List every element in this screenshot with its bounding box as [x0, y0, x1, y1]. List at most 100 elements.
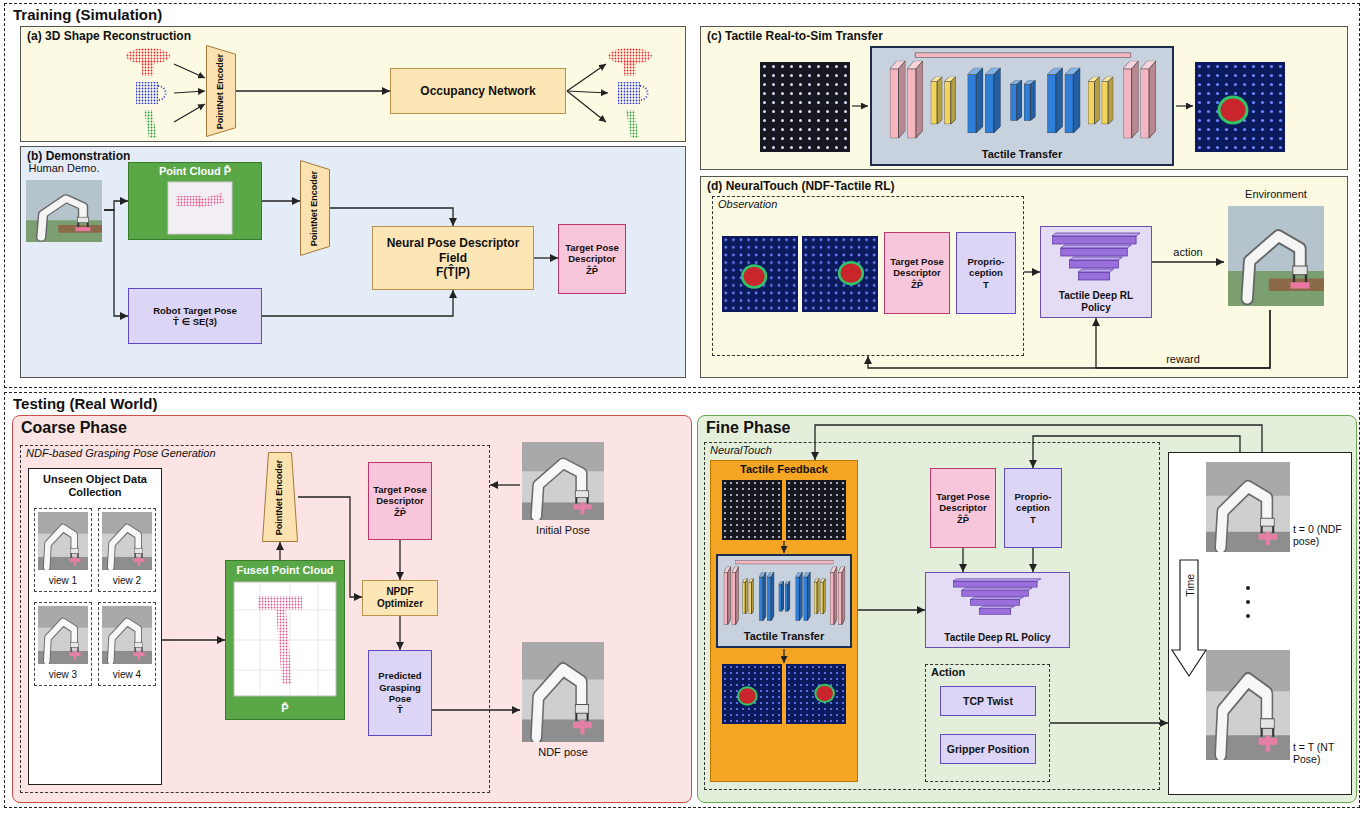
group-box: ObservationTarget Pose DescriptorẐP̂Prop…: [712, 196, 1024, 356]
connector-arrow: [1152, 261, 1224, 262]
connector-arrow: [262, 290, 453, 316]
box-label: Tactile Transfer: [982, 148, 1063, 161]
connector-arrow: [1050, 722, 1168, 723]
box-label: Proprio-ception: [960, 256, 1012, 279]
box-label: Environment: [1224, 188, 1328, 201]
box-label: Predicted Grasping Pose: [372, 670, 428, 704]
connector-arrow: [868, 310, 1270, 368]
box-label: TCP Twist: [963, 695, 1013, 708]
panel-title: Unseen Object Data Collection: [33, 473, 157, 499]
panel-title: Action: [931, 666, 965, 679]
box-label: PointNet Encoder: [216, 53, 227, 129]
panel-title: Coarse Phase: [21, 418, 127, 437]
box-label: Fused Point Cloud: [226, 564, 344, 577]
box-label: t = T (NT Pose): [1293, 741, 1349, 766]
connector-arrow: [162, 639, 225, 640]
descriptor-box: Target Pose DescriptorẐP̂: [930, 468, 996, 548]
box-label: view 4: [99, 669, 155, 681]
box-label: Tactile Feedback: [740, 463, 828, 476]
connector-arrow: [104, 201, 128, 210]
box-label: ẐP̂: [586, 265, 598, 276]
box-label: F(T̂|P): [436, 265, 470, 279]
action-box: Gripper Position: [940, 734, 1036, 764]
view-box: view 2: [98, 508, 156, 592]
box-label: Tactile Deep RL Policy: [944, 632, 1050, 644]
connector-arrow: [534, 257, 558, 258]
edge-label: action: [1171, 246, 1204, 258]
point-cloud-box: Fused Point CloudP̂: [225, 560, 345, 720]
box-label: Initial Pose: [520, 524, 606, 537]
box-label: Tactile Transfer: [744, 630, 825, 643]
connector-arrow: [236, 90, 390, 91]
box-label: Tactile Deep RL Policy: [1044, 290, 1148, 314]
testing-region: Testing (Real World) Coarse PhaseNDF-base…: [4, 392, 1360, 808]
training-region: Training (Simulation)(a) 3D Shape Recons…: [4, 3, 1360, 388]
connector-arrow: [432, 709, 520, 710]
network-box: Tactile Transfer: [716, 554, 852, 648]
panel-title: Observation: [718, 198, 777, 211]
panel-title: (a) 3D Shape Reconstruction: [27, 29, 191, 43]
box-label: T̄: [397, 704, 403, 715]
connector-arrow: [279, 542, 280, 560]
image-caption-box: Environment: [1224, 186, 1328, 310]
box-label: Occupancy Network: [420, 84, 535, 98]
policy-box: Tactile Deep RL Policy: [1040, 226, 1152, 318]
connector-arrow: [1024, 271, 1040, 272]
connector-arrow: [330, 208, 453, 226]
box-label: P̂: [226, 702, 344, 715]
box-label: T: [983, 279, 989, 290]
group-box: NDF-based Grasping Pose GenerationUnseen…: [20, 445, 490, 793]
box-label: ẐP̂: [394, 507, 406, 518]
tactile-feedback-box: Tactile FeedbackTactile Transfer: [710, 460, 858, 782]
connector-arrow: [399, 540, 400, 580]
image-caption-box: Initial Pose: [520, 440, 606, 544]
box-label: Target Pose Descriptor: [562, 242, 622, 265]
connector-arrow: [298, 497, 362, 597]
panel-title: (b) Demonstration: [27, 149, 130, 163]
data-collection-box: Unseen Object Data Collection view 1 view …: [28, 468, 162, 785]
box-label: NPDF Optimizer: [366, 586, 434, 610]
proprioception-box: Proprio-ceptionT: [1004, 468, 1062, 548]
proprioception-box: Proprio-ceptionT: [956, 232, 1016, 314]
phase-panel: Coarse PhaseNDF-based Grasping Pose Gene…: [12, 415, 692, 803]
box-label: t = 0 (NDF pose): [1293, 523, 1349, 548]
descriptor-box: Target Pose DescriptorẐP̂: [368, 462, 432, 540]
box-label: NDF pose: [520, 746, 606, 759]
connector-arrow: [1033, 436, 1240, 468]
pose-box: Robot Target PoseT̂ ∈ SE(3): [128, 288, 262, 344]
view-box: view 1: [34, 508, 92, 592]
box-label: Target Pose Descriptor: [934, 491, 992, 514]
box-label: view 3: [35, 669, 91, 681]
connector-arrow: [262, 200, 300, 201]
box-label: PointNet Encoder: [275, 459, 286, 535]
time-sequence-box: Timet = 0 (NDF pose)t = T (NT Pose): [1168, 452, 1352, 795]
panel-title: NDF-based Grasping Pose Generation: [26, 447, 216, 460]
descriptor-box: Target Pose DescriptorẐP̂: [558, 224, 626, 294]
image-caption-box: Human Demo.: [24, 160, 104, 246]
connector-arrow: [962, 548, 963, 572]
panel: (d) NeuralTouch (NDF-Tactile RL) Observat…: [700, 176, 1348, 378]
box-label: T̂ ∈ SE(3): [173, 316, 217, 327]
encoder-trapezoid: PointNet Encoder: [300, 160, 330, 256]
box-label: Point Cloud P̂: [159, 165, 231, 178]
connector-arrow: [1032, 548, 1033, 572]
descriptor-field-box: Neural Pose Descriptor FieldF(T̂|P): [372, 226, 534, 290]
encoder-trapezoid: PointNet Encoder: [262, 452, 298, 542]
panel-title: NeuralTouch: [710, 444, 772, 457]
box-label: Human Demo.: [24, 162, 104, 175]
group-box: NeuralTouchTactile FeedbackTactile Trans…: [704, 442, 1160, 790]
connector-arrow: [858, 609, 925, 610]
panel: (a) 3D Shape ReconstructionPointNet Enco…: [20, 26, 686, 142]
image-caption-box: NDF pose: [520, 640, 606, 766]
connector-arrow: [104, 210, 128, 316]
panel-title: Testing (Real World): [13, 395, 157, 413]
box-label: ẐP̂: [957, 514, 969, 525]
panel: (b) DemonstrationHuman Demo. Point Cloud …: [20, 146, 686, 378]
panel-title: (d) NeuralTouch (NDF-Tactile RL): [707, 179, 895, 193]
box-label: view 2: [99, 575, 155, 587]
connector-arrow: [399, 616, 400, 650]
view-box: view 3: [34, 602, 92, 686]
optimizer-box: NPDF Optimizer: [362, 580, 438, 616]
